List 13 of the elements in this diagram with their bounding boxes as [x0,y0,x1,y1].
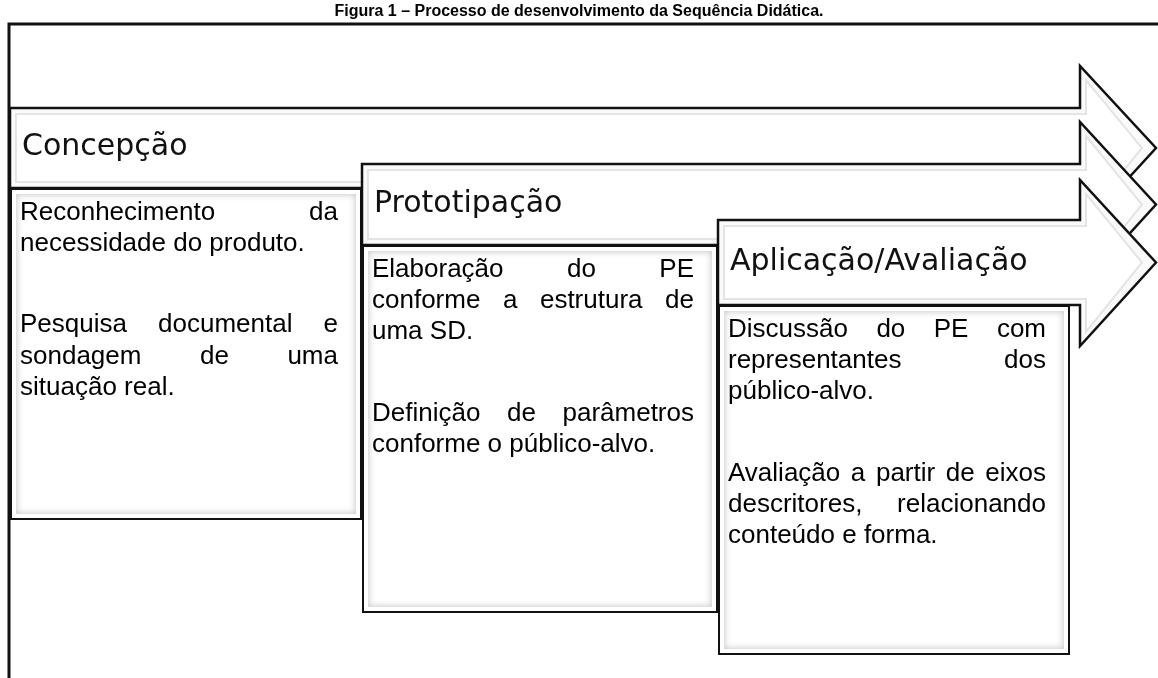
stage-heading: Aplicação/Avaliação [730,241,1028,277]
text-panel [10,188,362,520]
panel-text: Definição de parâmetros conforme o público-alvo. [372,396,694,459]
panel-text: Discussão do PE com representantes dos público-alvo. [728,313,1046,407]
text-panel [718,305,1070,655]
stage-heading: Prototipação [374,183,563,219]
panel-text: Avaliação a partir de eixos descritores, relacionando conteúdo e forma. [728,456,1046,551]
panel-text: Elaboração do PE conforme a estrutura de uma SD. [372,253,694,347]
panel-text: Pesquisa documental e sondagem de uma situação real. [20,308,338,402]
figure-title: Figura 1 – Processo de desenvolvimento da Sequência Didática. [333,2,825,20]
text-panel [362,245,718,613]
stage-heading: Concepção [22,127,188,162]
panel-text: Reconhecimento da necessidade do produto. [20,196,338,259]
